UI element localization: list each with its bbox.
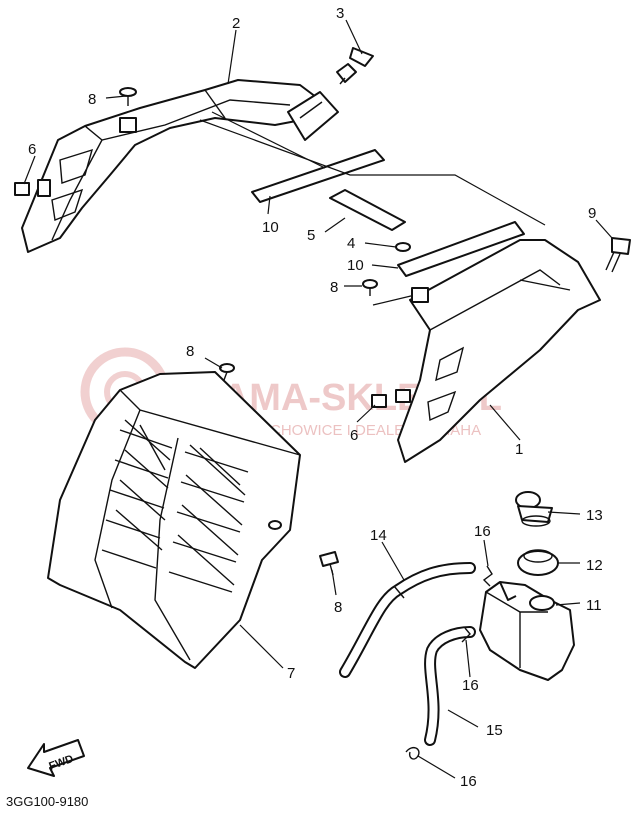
part-8-screw-a [119, 87, 137, 133]
callout-8c: 8 [186, 343, 194, 360]
callout-5: 5 [307, 227, 315, 244]
callout-7: 7 [287, 665, 295, 682]
callout-6a: 6 [28, 141, 36, 158]
part-7-radiator-cover [47, 371, 301, 669]
part-10-strip-upper [251, 149, 385, 203]
callout-8d: 8 [334, 599, 342, 616]
part-4-clip [395, 242, 411, 252]
part-13-cap [515, 491, 553, 527]
part-6-nut-left [14, 179, 51, 197]
forward-arrow-icon: FWD [27, 739, 85, 777]
part-3-screw [336, 47, 374, 85]
part-8-screw-d [319, 551, 339, 576]
part-12-ring [517, 549, 559, 576]
part-2-side-cover [21, 79, 339, 253]
callout-12: 12 [586, 557, 603, 574]
part-1-side-cover [395, 239, 601, 463]
callout-1: 1 [515, 441, 523, 458]
leader-lines [23, 19, 613, 779]
callout-14: 14 [370, 527, 387, 544]
diagram-code: 3GG100-9180 [6, 794, 88, 809]
part-8-screw-b [362, 279, 429, 303]
part-16-clip-b [461, 627, 471, 643]
part-8-screw-c [219, 363, 235, 381]
radiator-louvers [101, 419, 249, 593]
callout-8a: 8 [88, 91, 96, 108]
callout-10a: 10 [262, 219, 279, 236]
part-6-nut-right [371, 394, 387, 408]
part-14-hose [339, 562, 476, 678]
callout-8b: 8 [330, 279, 338, 296]
callout-9: 9 [588, 205, 596, 222]
part-16-clip-c [405, 746, 420, 760]
part-11-reservoir-tank [479, 581, 575, 681]
callout-11: 11 [586, 597, 602, 614]
callout-16c: 16 [460, 773, 477, 790]
callout-13: 13 [586, 507, 603, 524]
callout-16b: 16 [462, 677, 479, 694]
part-16-clip-a [482, 565, 493, 587]
callout-labels: 2 3 8 6 10 5 4 10 8 9 1 6 8 8 7 13 12 11… [28, 5, 603, 790]
callout-6b: 6 [350, 427, 358, 444]
part-15-hose [424, 626, 476, 746]
callout-3: 3 [336, 5, 344, 22]
part-10-strip-lower [397, 221, 525, 277]
callout-16a: 16 [474, 523, 491, 540]
callout-10b: 10 [347, 257, 364, 274]
part-5-strip [329, 189, 406, 231]
callout-2: 2 [232, 15, 240, 32]
callout-15: 15 [486, 722, 503, 739]
callout-4: 4 [347, 235, 355, 252]
assembly-lines [199, 111, 546, 306]
part-9-bolt [605, 237, 631, 273]
